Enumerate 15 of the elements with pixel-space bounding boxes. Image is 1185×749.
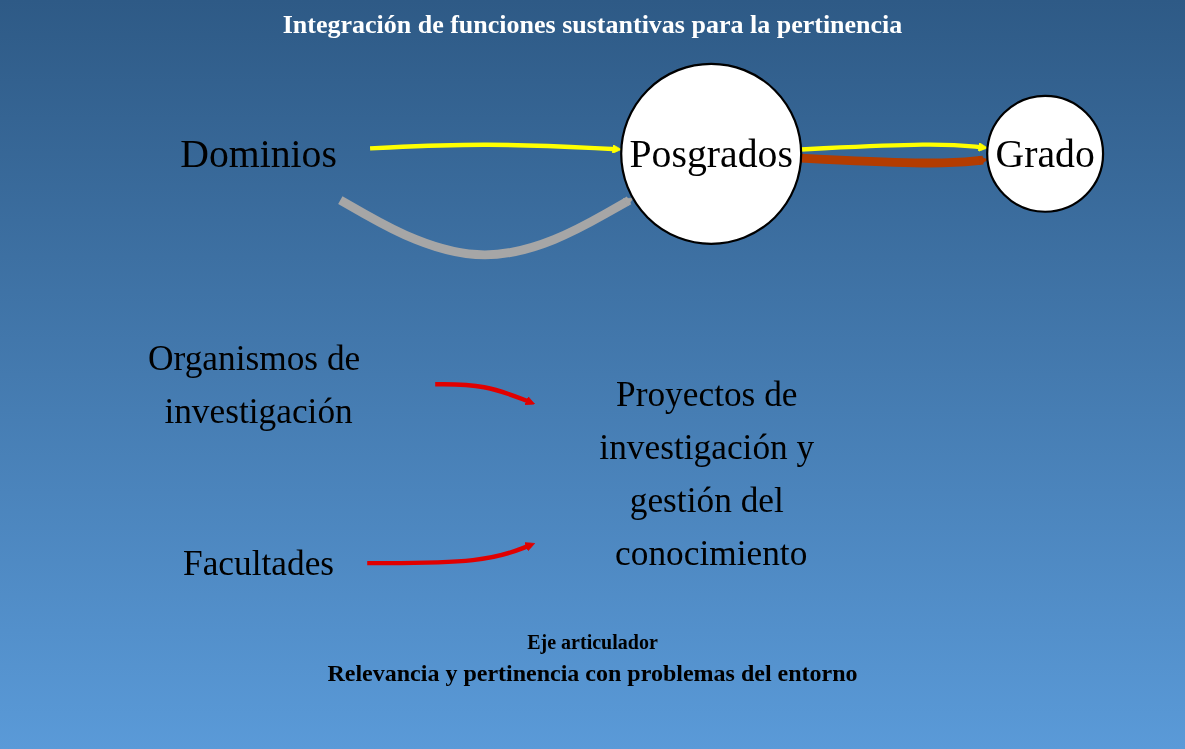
node-circle: Posgrados [620,62,803,245]
node-text: Organismos de investigación [148,337,361,431]
node-text: Dominios [180,131,337,176]
arrow [338,196,634,260]
note-text: Relevancia y pertinencia con problemas del entorno [326,660,859,687]
node-text: Proyectos de investigación y gestión del conocimiento [599,374,815,574]
diagram-title: Integración de funciones sustantivas para la pertinencia [281,10,904,40]
node-circle: Grado [986,94,1105,213]
arrow [435,382,535,406]
arrow [800,153,988,168]
arrow [369,142,622,154]
node-text: Facultades [183,543,335,583]
arrow [800,142,988,152]
arrow [367,542,535,566]
note-text: Eje articulador [526,631,659,654]
